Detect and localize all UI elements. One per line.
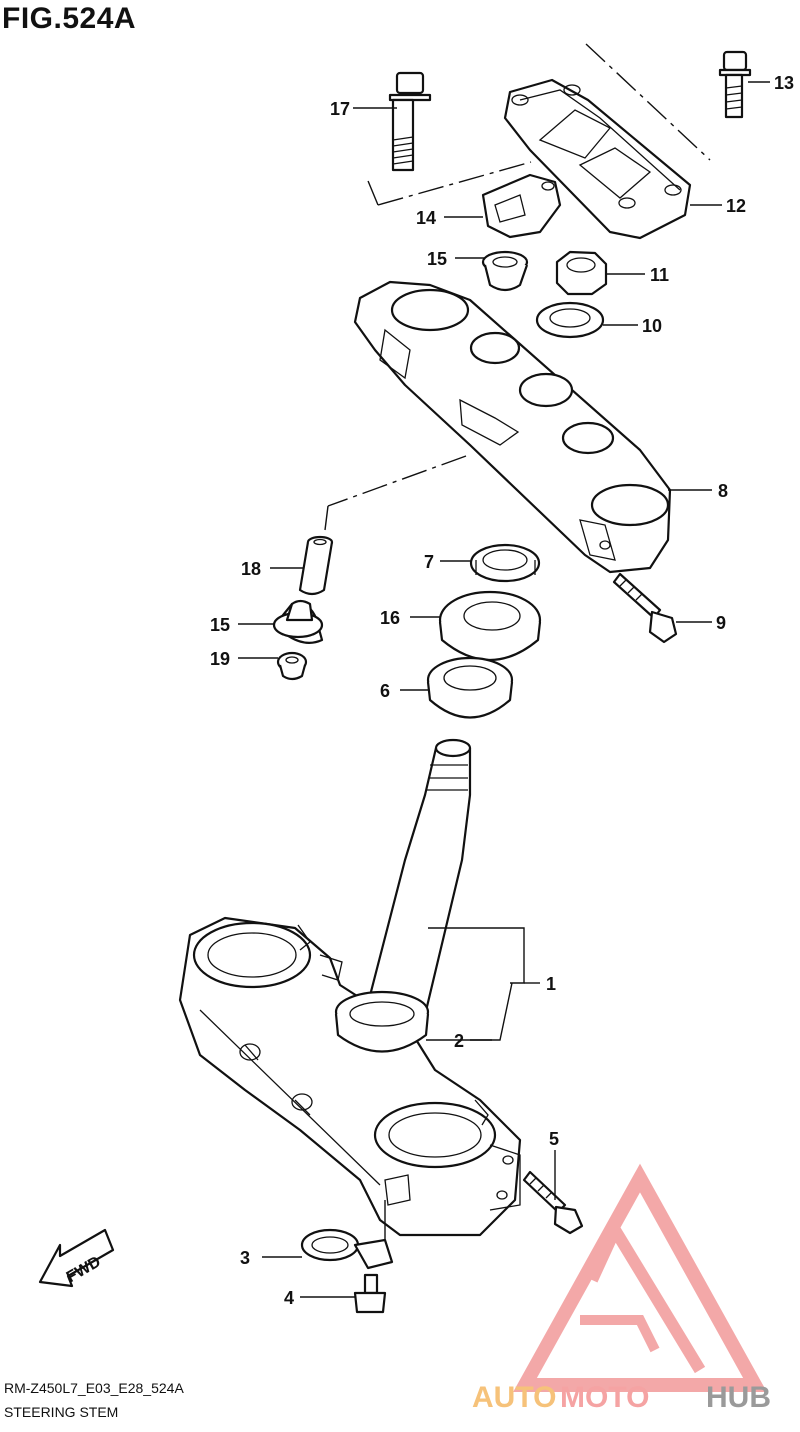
- part-11-nut: [555, 250, 608, 296]
- part-16-seal: [438, 590, 542, 661]
- watermark-hub: HUB: [706, 1381, 771, 1414]
- part-1-steering-stem: [178, 738, 522, 1237]
- section-name: STEERING STEM: [4, 1404, 119, 1420]
- callout-15-upper: 15: [427, 249, 447, 269]
- part-6-bearing: [426, 656, 514, 719]
- callout-labels: 17 13 12 14 15 11 10 8 7 9 18 15 19 16 6…: [210, 73, 794, 1308]
- callout-12: 12: [726, 196, 746, 216]
- part-2-bearing: [334, 990, 430, 1053]
- callout-16: 16: [380, 608, 400, 628]
- part-5-bolt: [522, 1170, 584, 1235]
- watermark-moto: MOTO: [560, 1381, 649, 1414]
- fwd-arrow: FWD: [38, 1228, 115, 1288]
- callout-4: 4: [284, 1288, 294, 1308]
- callout-11: 11: [650, 265, 669, 285]
- part-12-clamp: [503, 78, 692, 240]
- callout-17: 17: [330, 99, 350, 119]
- figure-title: FIG.524A: [2, 2, 137, 35]
- part-10-washer: [535, 301, 605, 339]
- part-13-bolt: [718, 50, 752, 119]
- part-3-clamp: [300, 1228, 394, 1270]
- callout-15-lower: 15: [210, 615, 230, 635]
- watermark-text: AUTO MOTO HUB: [472, 1381, 771, 1414]
- callout-3: 3: [240, 1248, 250, 1268]
- part-15-lower-bushing: [272, 599, 324, 644]
- assembly-lines: [324, 43, 711, 531]
- callout-5: 5: [549, 1129, 559, 1149]
- part-17-bolt: [388, 71, 432, 172]
- callout-6: 6: [380, 681, 390, 701]
- part-19-bushing: [276, 651, 308, 681]
- model-code: RM-Z450L7_E03_E28_524A: [4, 1380, 184, 1396]
- callout-9: 9: [716, 613, 726, 633]
- callout-2: 2: [454, 1031, 464, 1051]
- part-4-screw: [353, 1273, 387, 1314]
- part-7-ring-nut: [469, 543, 541, 583]
- callout-10: 10: [642, 316, 662, 336]
- part-8-upper-bracket: [353, 280, 672, 574]
- part-15-upper-bushing: [481, 250, 529, 292]
- callout-13: 13: [774, 73, 794, 93]
- part-9-bolt: [612, 572, 678, 644]
- part-14-clamp: [481, 173, 562, 239]
- callout-7: 7: [424, 552, 434, 572]
- callout-1: 1: [546, 974, 556, 994]
- callout-14: 14: [416, 208, 436, 228]
- leader-lines: [238, 81, 770, 1298]
- watermark-auto: AUTO: [472, 1381, 556, 1414]
- callout-8: 8: [718, 481, 728, 501]
- callout-19: 19: [210, 649, 230, 669]
- watermark-logo: [513, 1163, 767, 1392]
- part-18-tube: [298, 535, 334, 596]
- callout-18: 18: [241, 559, 261, 579]
